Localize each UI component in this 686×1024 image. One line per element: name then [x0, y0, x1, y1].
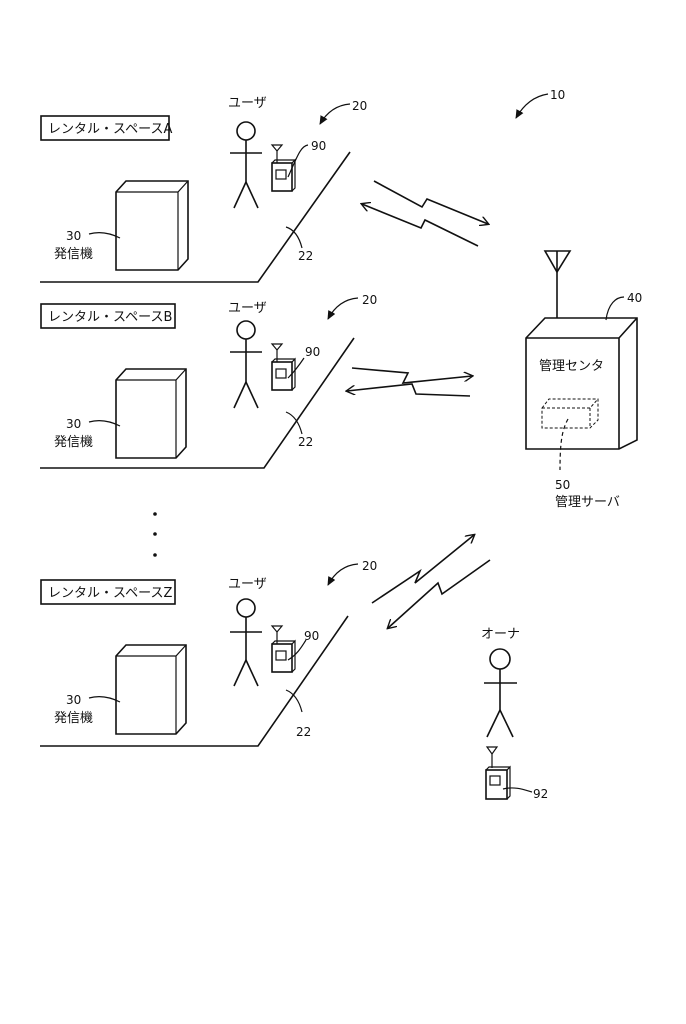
user-label: ユーザ — [228, 577, 267, 592]
antenna-icon — [543, 250, 572, 327]
floor-ref-number: 22 — [296, 725, 311, 739]
space-ref-arrow — [327, 563, 359, 586]
mobile-terminal-icon — [270, 144, 296, 192]
user-icon — [230, 598, 262, 687]
center-ref-number: 40 — [627, 291, 642, 305]
wireless-link — [347, 367, 472, 397]
rental-space-b: 20 レンタル・スペースB ユーザ 90 30 発信機 22 — [40, 293, 472, 469]
transmitter-icon — [115, 368, 187, 459]
rental-space-z: 20 レンタル・スペースZ ユーザ 90 30 発信機 22 — [40, 535, 491, 747]
space-ref-number: 20 — [352, 99, 367, 113]
user-label: ユーザ — [228, 301, 267, 316]
floor-outline — [40, 337, 355, 469]
floor-outline — [40, 151, 351, 283]
space-ref-arrow — [319, 103, 351, 125]
owner: オーナ 92 — [481, 627, 548, 801]
terminal-ref-number: 90 — [311, 139, 326, 153]
owner-icon — [484, 648, 517, 738]
space-ref-arrow — [327, 297, 359, 320]
server-ref-number: 50 — [555, 478, 570, 492]
space-ref-number: 20 — [362, 293, 377, 307]
wireless-link — [371, 535, 491, 628]
user-icon — [230, 320, 262, 409]
management-center: 40 管理センタ 50 管理サーバ — [525, 250, 642, 510]
owner-terminal-icon — [485, 746, 511, 800]
user-label: ユーザ — [228, 96, 267, 111]
system-ref-number: 10 — [550, 88, 565, 102]
floor-ref-number: 22 — [298, 435, 313, 449]
transmitter-ref-number: 30 — [66, 693, 81, 707]
terminal-ref-number: 90 — [304, 629, 319, 643]
transmitter-label: 発信機 — [54, 247, 93, 262]
wireless-link — [362, 180, 488, 247]
transmitter-ref-number: 30 — [66, 229, 81, 243]
rental-space-a: 20 レンタル・スペースA ユーザ 90 30 発信機 — [40, 96, 488, 283]
space-name-box — [40, 303, 176, 329]
owner-label: オーナ — [481, 627, 520, 642]
floor-outline — [40, 615, 349, 747]
space-name-box — [40, 115, 170, 141]
transmitter-label: 発信機 — [54, 435, 93, 450]
center-label: 管理センタ — [539, 359, 604, 374]
transmitter-label: 発信機 — [54, 711, 93, 726]
mobile-terminal-icon — [270, 625, 296, 673]
system-ref-arrow — [515, 93, 549, 119]
system-reference: 10 — [515, 88, 565, 119]
transmitter-ref-number: 30 — [66, 417, 81, 431]
floor-ref-number: 22 — [298, 249, 313, 263]
ellipsis — [153, 512, 157, 557]
owner-terminal-ref-number: 92 — [533, 787, 548, 801]
center-box — [525, 317, 638, 450]
space-name: レンタル・スペースB — [48, 310, 172, 325]
server-label: 管理サーバ — [555, 495, 620, 510]
transmitter-icon — [115, 644, 187, 735]
management-server-icon — [541, 398, 599, 429]
mobile-terminal-icon — [270, 343, 296, 391]
space-name: レンタル・スペースZ — [48, 586, 172, 601]
space-ref-number: 20 — [362, 559, 377, 573]
terminal-ref-number: 90 — [305, 345, 320, 359]
transmitter-icon — [115, 180, 189, 271]
space-name: レンタル・スペースA — [48, 122, 172, 137]
space-name-box — [40, 579, 176, 605]
user-icon — [230, 121, 262, 209]
